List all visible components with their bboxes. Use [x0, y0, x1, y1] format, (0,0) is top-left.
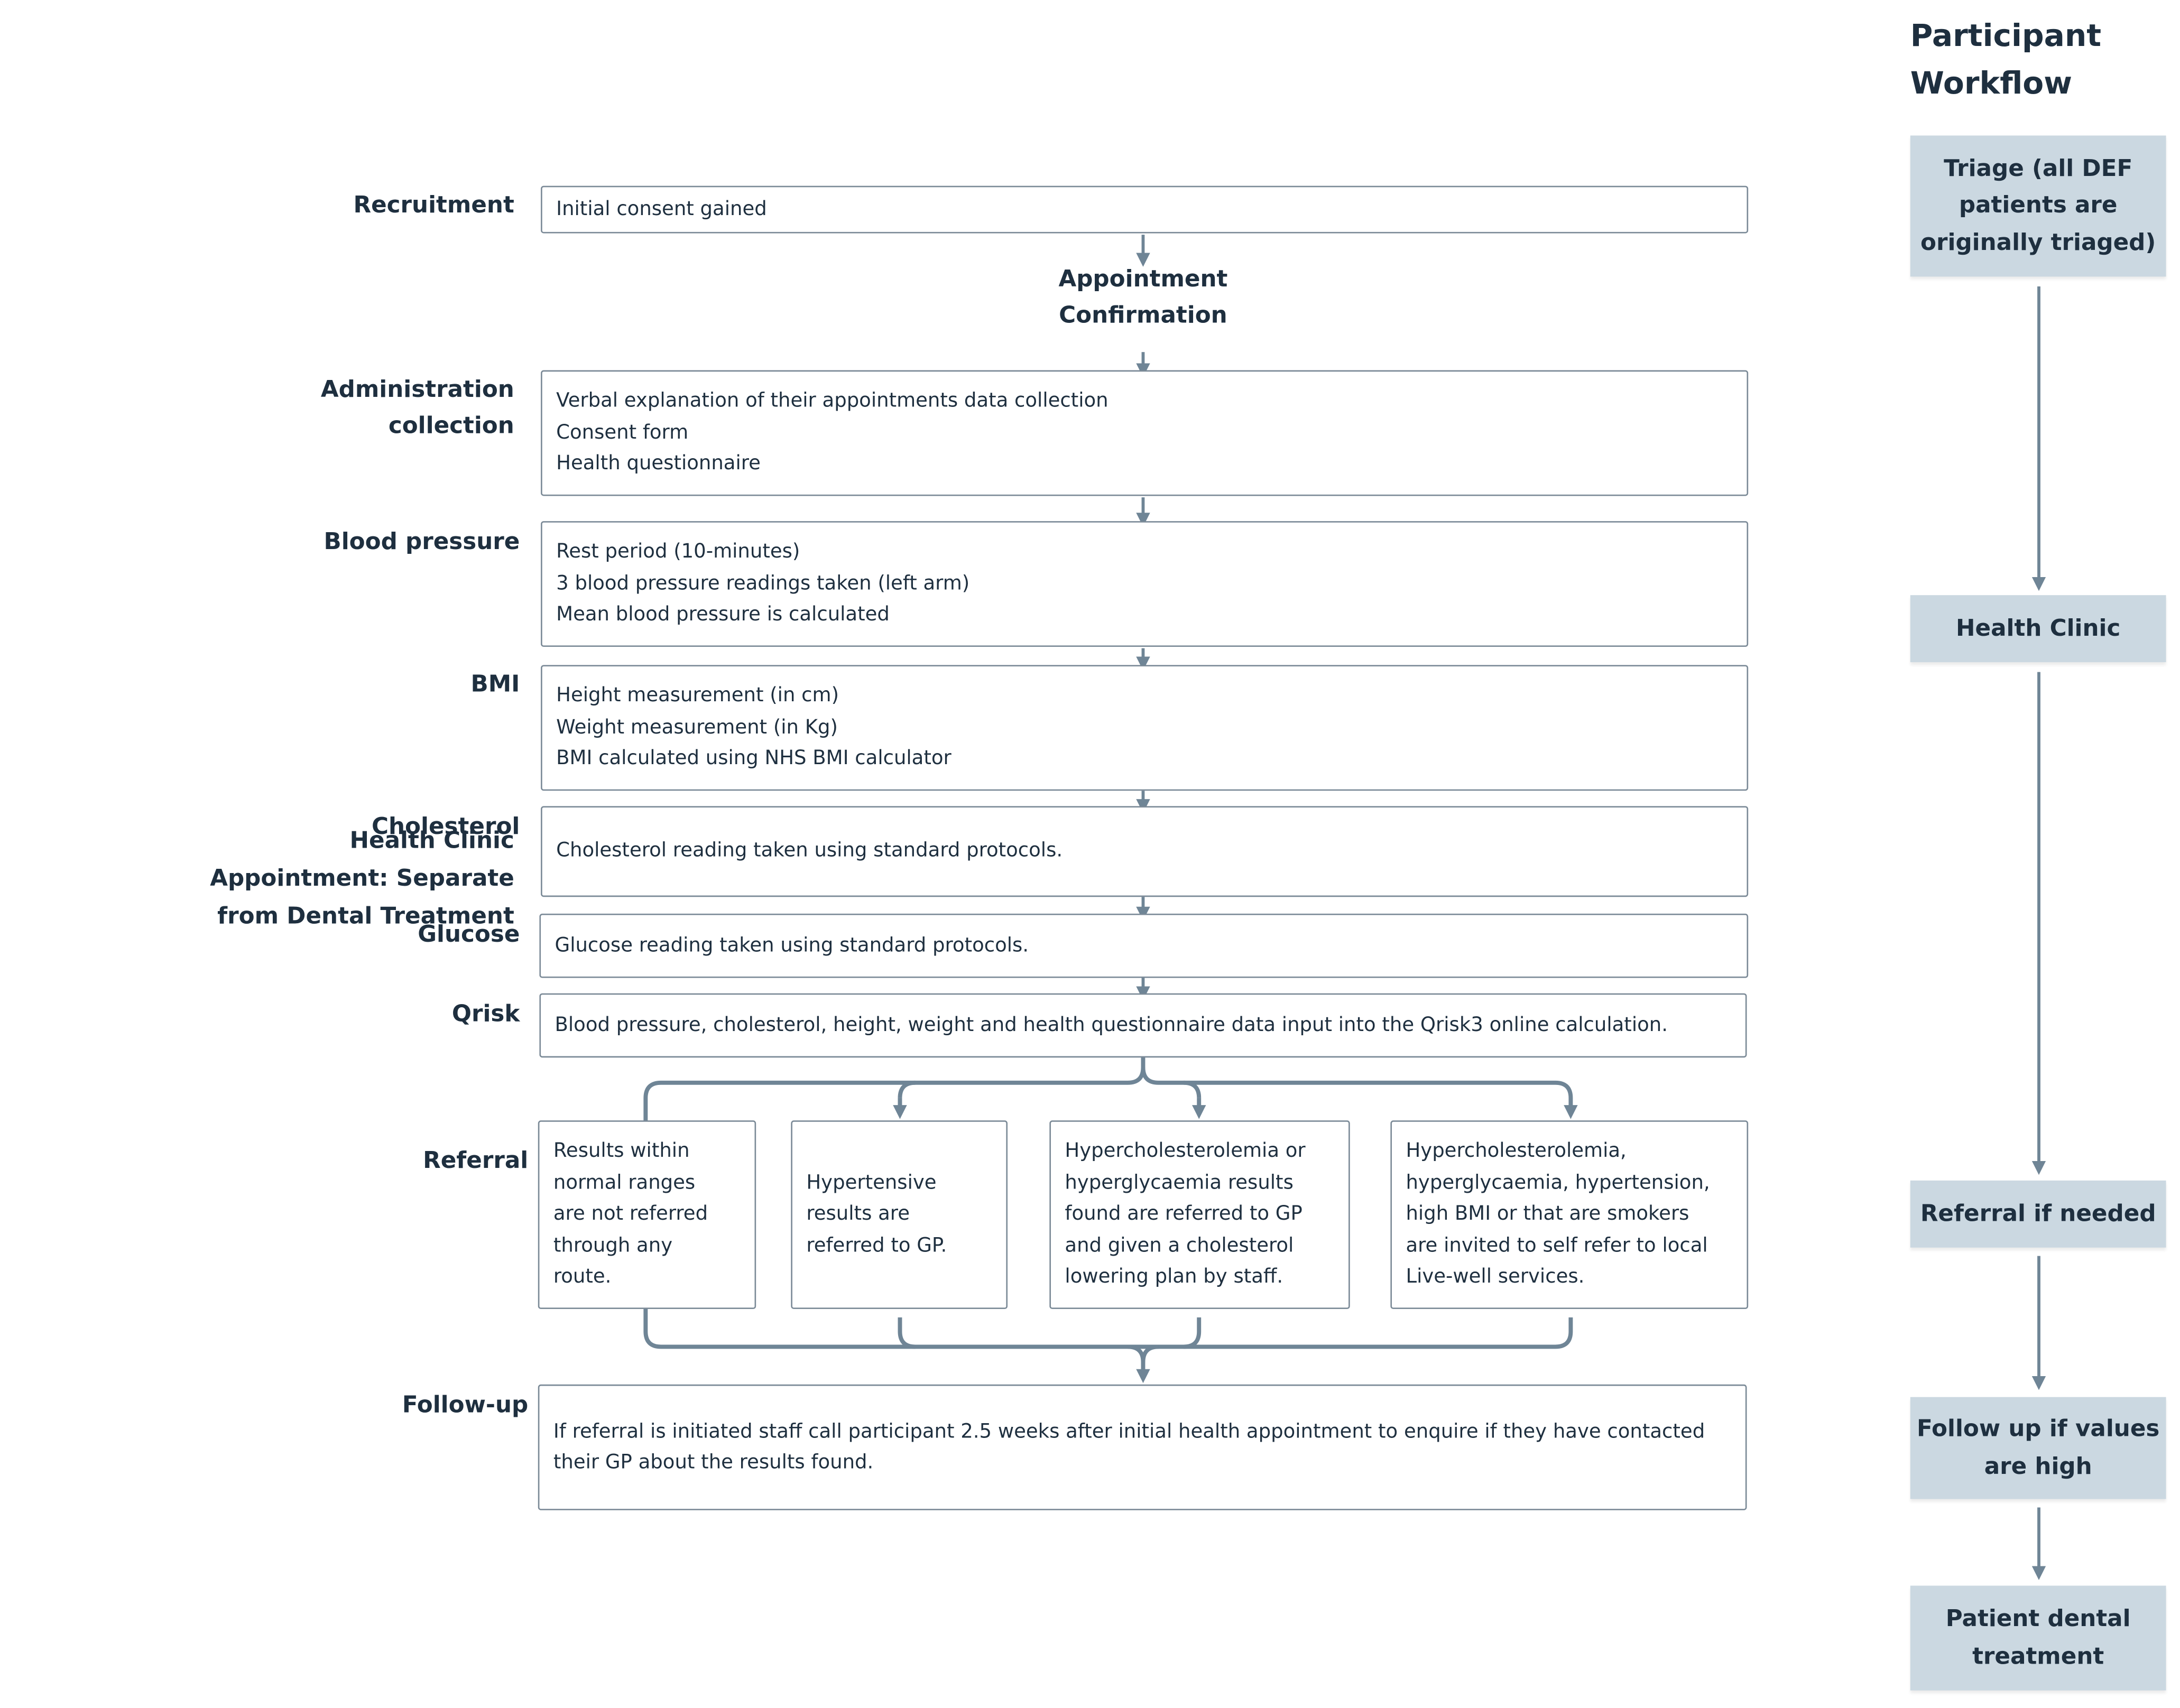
section-label-line: from Dental Treatment	[217, 902, 514, 929]
stage-label-recruitment: Recruitment	[354, 187, 514, 224]
referral-option-cholesterol-glucose: Hypercholesterolemia or hyperglycaemia r…	[1049, 1120, 1350, 1310]
stage-label-referral: Referral	[423, 1143, 528, 1179]
confirmation-label-line: Appointment	[1058, 265, 1228, 292]
workflow-step-line: treatment	[1972, 1642, 2104, 1669]
referral-text-line: and given a cholesterol	[1065, 1234, 1294, 1257]
stage-text-line: Cholesterol reading taken using standard…	[556, 840, 1063, 862]
stage-label-followup: Follow-up	[402, 1387, 529, 1424]
stage-label-glucose: Glucose	[418, 916, 520, 953]
workflow-step-health-clinic: Health Clinic	[1910, 595, 2166, 663]
workflow-step-line: Patient dental	[1945, 1605, 2131, 1632]
section-label-health-clinic: Health Clinic Appointment: Separate from…	[210, 821, 514, 934]
referral-text-line: normal ranges	[553, 1172, 696, 1194]
stage-label-cholesterol: Cholesterol	[372, 809, 520, 846]
stage-label-blood-pressure: Blood pressure	[324, 524, 520, 560]
workflow-step-line: originally triaged)	[1920, 228, 2156, 256]
workflow-step-line: are high	[1984, 1452, 2092, 1479]
workflow-step-dental-treatment: Patient dental treatment	[1910, 1585, 2166, 1691]
referral-text-line: referred to GP.	[806, 1234, 947, 1257]
workflow-step-line: patients are	[1959, 191, 2118, 219]
stage-label-bmi: BMI	[471, 666, 520, 703]
stage-text-line: Rest period (10-minutes)	[556, 541, 800, 564]
referral-text-line: found are referred to GP	[1065, 1203, 1303, 1226]
stage-text-line: Health questionnaire	[556, 453, 761, 476]
confirmation-label-line: Confirmation	[1059, 302, 1227, 329]
referral-text-line: route.	[553, 1266, 612, 1288]
stage-box-recruitment: Initial consent gained	[541, 185, 1749, 234]
referral-option-normal: Results within normal ranges are not ref…	[538, 1120, 756, 1310]
section-label-line: Health Clinic	[349, 827, 514, 854]
workflow-step-follow-up: Follow up if values are high	[1910, 1397, 2166, 1499]
stage-label-text: Administration	[320, 376, 514, 403]
stage-box-administration: Verbal explanation of their appointments…	[541, 370, 1749, 496]
stage-box-followup: If referral is initiated staff call part…	[538, 1384, 1747, 1510]
referral-option-hypertensive: Hypertensive results are referred to GP.	[791, 1120, 1008, 1310]
stage-box-qrisk: Blood pressure, cholesterol, height, wei…	[539, 993, 1747, 1058]
stage-box-bmi: Height measurement (in cm) Weight measur…	[541, 665, 1749, 791]
stage-label-text: Referral	[423, 1147, 529, 1174]
referral-text-line: high BMI or that are smokers	[1406, 1203, 1689, 1226]
stage-box-blood-pressure: Rest period (10-minutes) 3 blood pressur…	[541, 521, 1749, 647]
workflow-step-line: Follow up if values	[1917, 1415, 2160, 1442]
referral-text-line: are not referred	[553, 1203, 708, 1226]
workflow-title-line: Workflow	[1910, 67, 2073, 102]
referral-text-line: lowering plan by staff.	[1065, 1266, 1283, 1288]
workflow-step-referral: Referral if needed	[1910, 1180, 2166, 1248]
stage-box-cholesterol: Cholesterol reading taken using standard…	[541, 806, 1749, 897]
referral-merge-connector	[643, 1309, 1573, 1384]
stage-label-text: Qrisk	[451, 1000, 520, 1027]
stage-text-line: Blood pressure, cholesterol, height, wei…	[555, 1014, 1668, 1037]
stage-text-paragraph: If referral is initiated staff call part…	[553, 1420, 1705, 1474]
workflow-step-triage: Triage (all DEF patients are originally …	[1910, 135, 2166, 277]
stage-text-line: Initial consent gained	[556, 198, 767, 221]
referral-text-line: Hypercholesterolemia or	[1065, 1140, 1306, 1163]
stage-text-line: Verbal explanation of their appointments…	[556, 390, 1109, 413]
stage-text-line: BMI calculated using NHS BMI calculator	[556, 747, 952, 771]
stage-text-line: Mean blood pressure is calculated	[556, 604, 890, 626]
stage-label-text: BMI	[470, 670, 520, 698]
stage-label-text: collection	[388, 412, 514, 439]
stage-label-administration: Administration collection	[321, 372, 514, 444]
stage-label-text: Glucose	[418, 921, 520, 948]
workflow-step-line: Health Clinic	[1956, 614, 2121, 641]
referral-text-line: hyperglycaemia results	[1065, 1172, 1294, 1194]
referral-text-line: Hypertensive	[806, 1172, 937, 1194]
referral-text-line: through any	[553, 1234, 673, 1257]
referral-text-line: Results within	[553, 1140, 690, 1163]
workflow-title-line: Participant	[1910, 20, 2102, 55]
stage-label-text: Cholesterol	[371, 813, 520, 840]
workflow-step-line: Triage (all DEF	[1944, 154, 2133, 182]
referral-text-line: are invited to self refer to local	[1406, 1234, 1708, 1257]
stage-text-line: Height measurement (in cm)	[556, 685, 839, 708]
stage-text-line: 3 blood pressure readings taken (left ar…	[556, 572, 970, 595]
stage-text-line: Glucose reading taken using standard pro…	[555, 934, 1029, 957]
appointment-confirmation-label: Appointment Confirmation	[1003, 261, 1283, 333]
referral-text-line: hyperglycaemia, hypertension,	[1406, 1172, 1710, 1194]
stage-box-glucose: Glucose reading taken using standard pro…	[539, 913, 1749, 978]
referral-text-line: results are	[806, 1203, 910, 1226]
stage-label-qrisk: Qrisk	[452, 996, 520, 1033]
workflow-step-line: Referral if needed	[1920, 1200, 2156, 1227]
section-label-line: Appointment: Separate	[210, 865, 514, 892]
stage-label-text: Recruitment	[353, 191, 514, 218]
stage-label-text: Blood pressure	[324, 528, 520, 555]
stage-text-line: Consent form	[556, 421, 689, 444]
referral-text-line: Hypercholesterolemia,	[1406, 1140, 1627, 1163]
referral-split-connector	[639, 1023, 1578, 1150]
referral-text-line: Live-well services.	[1406, 1266, 1585, 1288]
stage-text-line: Weight measurement (in Kg)	[556, 716, 838, 739]
workflow-title: Participant Workflow	[1910, 14, 2101, 109]
referral-option-live-well: Hypercholesterolemia, hyperglycaemia, hy…	[1390, 1120, 1749, 1310]
stage-label-text: Follow-up	[402, 1391, 529, 1418]
